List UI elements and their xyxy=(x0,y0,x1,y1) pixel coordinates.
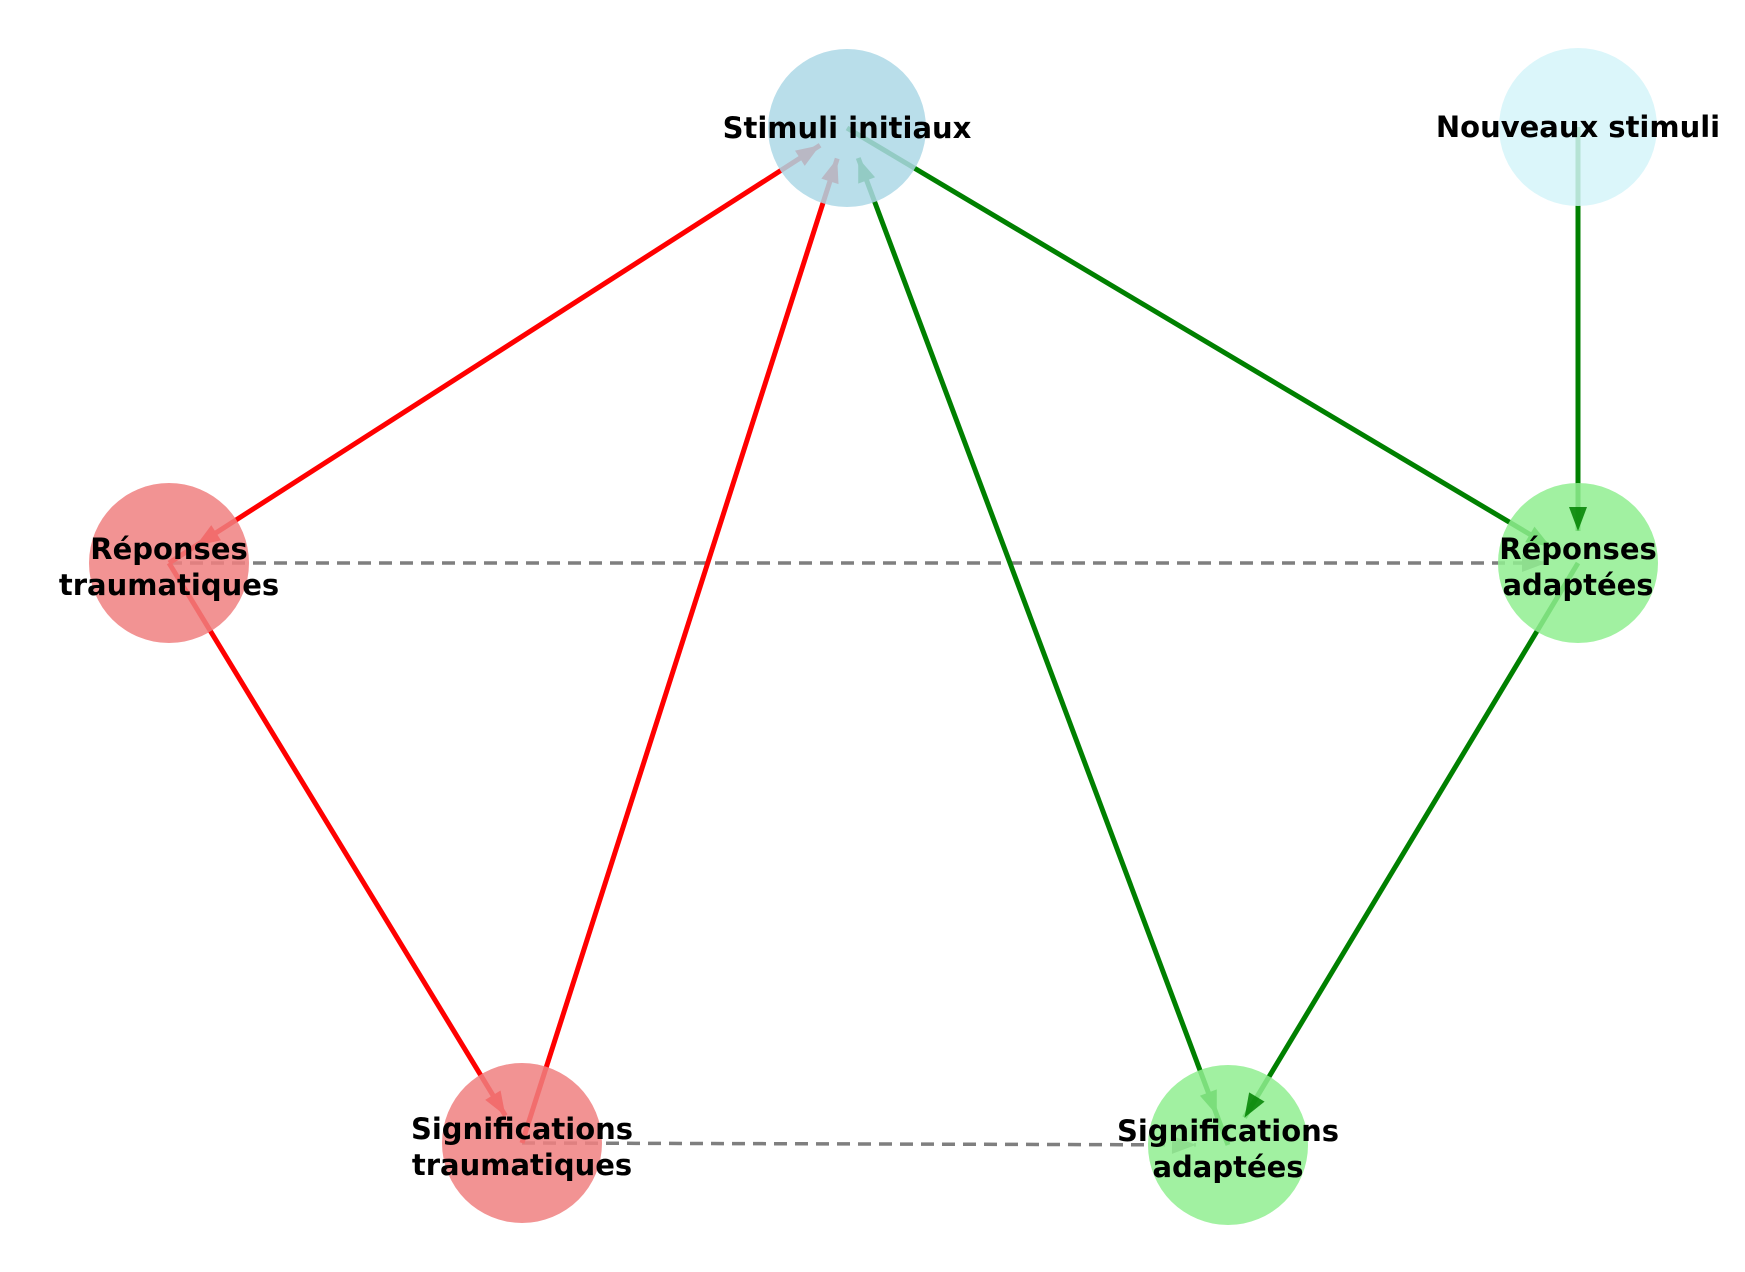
edge-significations_traumatiques-to-stimuli_initiaux xyxy=(519,157,840,1144)
edge-significations_adaptees-to-stimuli_initiaux xyxy=(855,157,1231,1146)
arrowheads-over-layer xyxy=(1244,507,1587,1118)
edges-layer xyxy=(166,125,1581,1154)
node-significations_adaptees xyxy=(1148,1065,1308,1225)
node-nouveaux_stimuli xyxy=(1499,48,1657,206)
edge-stimuli_initiaux-to-reponses_adaptees xyxy=(845,125,1552,549)
arrowhead-into-reponses_adaptees xyxy=(1569,507,1587,531)
edge-reponses_adaptees-to-significations_adaptees xyxy=(1242,561,1581,1119)
edge-reponses_traumatiques-to-significations_traumatiques xyxy=(166,561,508,1117)
edge-reponses_traumatiques-to-stimuli_initiaux xyxy=(167,143,822,566)
node-reponses_traumatiques xyxy=(89,483,249,643)
labels-layer: Stimuli initiaux Nouveaux stimuliRéponses… xyxy=(59,110,1720,1184)
nodes-layer xyxy=(89,48,1658,1225)
node-reponses_adaptees xyxy=(1498,483,1658,643)
node-stimuli_initiaux xyxy=(768,49,926,207)
edge-significations_traumatiques-to-significations_adaptees xyxy=(521,1141,1197,1147)
node-significations_traumatiques xyxy=(442,1063,602,1223)
node-label-nouveaux_stimuli: Nouveaux stimuli xyxy=(1436,110,1720,144)
arrowhead-into-significations_adaptees xyxy=(1244,1092,1265,1118)
node-label-stimuli_initiaux: Stimuli initiaux xyxy=(723,111,972,145)
